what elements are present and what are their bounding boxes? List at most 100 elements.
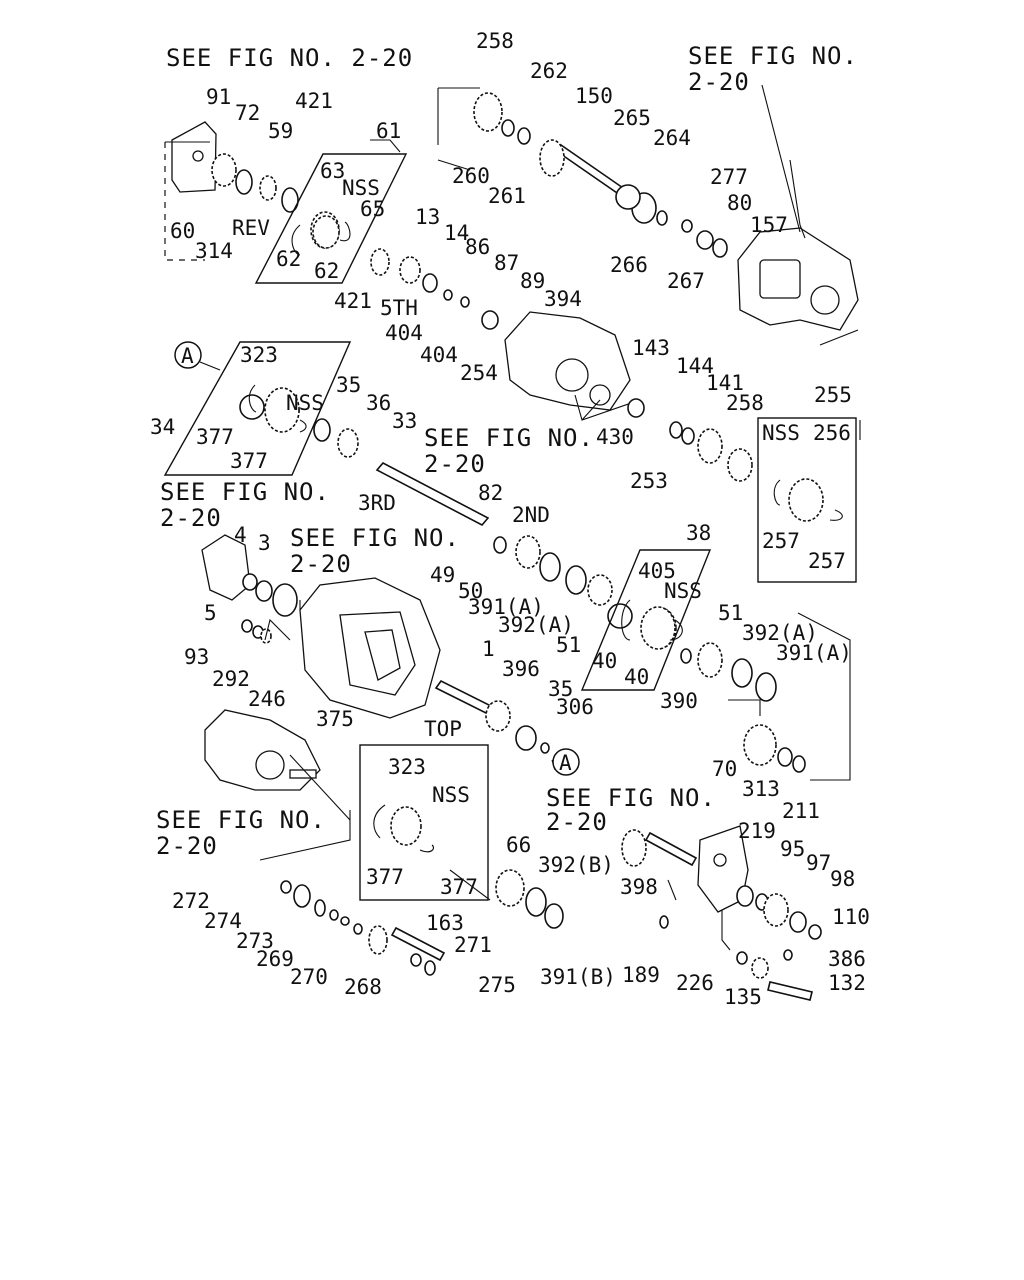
label-nss-3rd: NSS <box>286 391 324 415</box>
label-405: 405 <box>638 559 676 583</box>
sync-assembly-5th <box>773 478 843 522</box>
label-141: 141 <box>706 371 744 395</box>
label-404-b: 404 <box>420 343 458 367</box>
label-261: 261 <box>488 184 526 208</box>
label-132: 132 <box>828 971 866 995</box>
label-top: TOP <box>424 717 462 741</box>
label-390: 390 <box>660 689 698 713</box>
label-4: 4 <box>234 523 247 547</box>
label-377-b: 377 <box>230 449 268 473</box>
see-fig-ref-left-2: 2-20 <box>160 504 222 532</box>
label-392a-right: 392(A) <box>742 621 818 645</box>
label-86: 86 <box>465 235 490 259</box>
label-306: 306 <box>556 695 594 719</box>
label-2nd: 2ND <box>512 503 550 527</box>
label-34: 34 <box>150 415 175 439</box>
label-3: 3 <box>258 531 271 555</box>
label-nss-rev: NSS <box>342 176 380 200</box>
label-nss-2nd: NSS <box>664 579 702 603</box>
label-143: 143 <box>632 336 670 360</box>
see-fig-ref-lower-mid-2: 2-20 <box>546 808 608 836</box>
label-rev: REV <box>232 216 270 240</box>
label-157: 157 <box>750 213 788 237</box>
label-135: 135 <box>724 985 762 1009</box>
label-72: 72 <box>235 101 260 125</box>
transmission-case <box>299 577 441 719</box>
sync-assembly-top <box>373 804 435 853</box>
label-82: 82 <box>478 481 503 505</box>
see-fig-ref-top-left: SEE FIG NO. 2-20 <box>166 44 413 72</box>
label-35-upper: 35 <box>336 373 361 397</box>
label-266: 266 <box>610 253 648 277</box>
label-62-left: 62 <box>276 247 301 271</box>
svg-text:A: A <box>181 344 194 368</box>
label-50: 50 <box>458 579 483 603</box>
sync-assembly-2nd <box>621 599 683 650</box>
main-housing-upper <box>504 311 641 421</box>
label-5th: 5TH <box>380 296 418 320</box>
label-274: 274 <box>204 909 242 933</box>
label-61: 61 <box>376 119 401 143</box>
label-1: 1 <box>482 637 495 661</box>
label-5: 5 <box>204 601 217 625</box>
label-391a-right: 391(A) <box>776 641 852 665</box>
label-391a-upper: 391(A) <box>468 595 544 619</box>
label-189: 189 <box>622 963 660 987</box>
see-fig-ref-lower-left-2: 2-20 <box>156 832 218 860</box>
label-33: 33 <box>392 409 417 433</box>
label-254: 254 <box>460 361 498 385</box>
label-421-upper: 421 <box>295 89 333 113</box>
label-391b: 391(B) <box>540 965 616 989</box>
part-labels: 258 262 150 265 264 260 261 277 80 157 2… <box>150 29 870 1009</box>
label-265: 265 <box>613 106 651 130</box>
label-91: 91 <box>206 85 231 109</box>
label-398: 398 <box>620 875 658 899</box>
label-257-left: 257 <box>762 529 800 553</box>
label-63: 63 <box>320 159 345 183</box>
label-258-right: 258 <box>726 391 764 415</box>
label-404-a: 404 <box>385 321 423 345</box>
label-97: 97 <box>806 851 831 875</box>
label-66: 66 <box>506 833 531 857</box>
label-258-top: 258 <box>476 29 514 53</box>
label-36: 36 <box>366 391 391 415</box>
label-40-right: 40 <box>624 665 649 689</box>
label-70: 70 <box>712 757 737 781</box>
label-271: 271 <box>454 933 492 957</box>
label-59: 59 <box>268 119 293 143</box>
label-80: 80 <box>727 191 752 215</box>
label-163: 163 <box>426 911 464 935</box>
label-226: 226 <box>676 971 714 995</box>
label-256: 256 <box>813 421 851 445</box>
label-392b: 392(B) <box>538 853 614 877</box>
label-386: 386 <box>828 947 866 971</box>
label-60: 60 <box>170 219 195 243</box>
label-277: 277 <box>710 165 748 189</box>
label-268: 268 <box>344 975 382 999</box>
label-144: 144 <box>676 354 714 378</box>
svg-text:A: A <box>559 751 572 775</box>
label-396: 396 <box>502 657 540 681</box>
label-314: 314 <box>195 239 233 263</box>
label-264: 264 <box>653 126 691 150</box>
label-14: 14 <box>444 221 469 245</box>
label-269: 269 <box>256 947 294 971</box>
label-394: 394 <box>544 287 582 311</box>
label-323-lower: 323 <box>388 755 426 779</box>
label-110: 110 <box>832 905 870 929</box>
label-49: 49 <box>430 563 455 587</box>
sync-assembly-rev <box>291 215 351 256</box>
see-fig-ref-top-right: SEE FIG NO. <box>688 42 858 70</box>
label-35-lower: 35 <box>548 677 573 701</box>
label-219: 219 <box>738 819 776 843</box>
label-13: 13 <box>415 205 440 229</box>
label-3rd: 3RD <box>358 491 396 515</box>
label-375: 375 <box>316 707 354 731</box>
label-95: 95 <box>780 837 805 861</box>
group-boxes <box>163 87 861 951</box>
see-fig-ref-lower-left: SEE FIG NO. <box>156 806 326 834</box>
label-38: 38 <box>686 521 711 545</box>
sync-assembly-3rd <box>248 384 307 433</box>
label-262: 262 <box>530 59 568 83</box>
label-255: 255 <box>814 383 852 407</box>
